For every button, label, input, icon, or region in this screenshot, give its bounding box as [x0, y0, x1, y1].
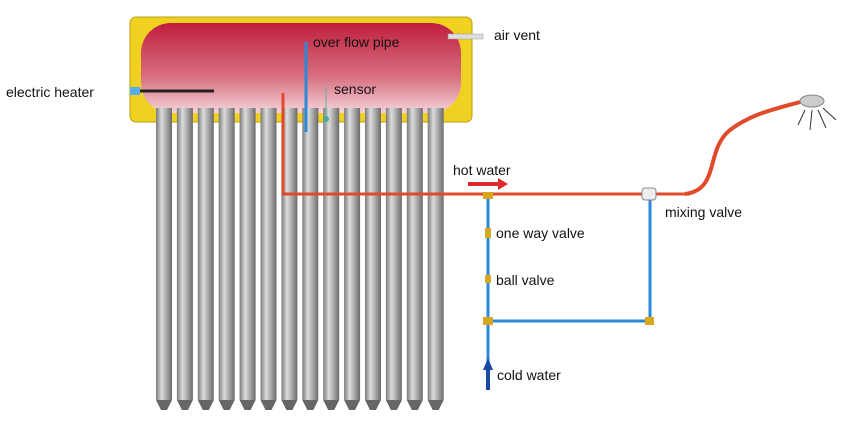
vacuum-tube: [281, 108, 298, 400]
tube-end-cap: [218, 400, 235, 410]
tube-end-cap: [239, 400, 256, 410]
tube-end-cap: [176, 400, 193, 410]
tube-end-cap: [281, 400, 298, 410]
hot-water-label: hot water: [453, 162, 511, 178]
vacuum-tube: [427, 108, 444, 400]
tube-end-cap: [197, 400, 214, 410]
tube-end-cap: [344, 400, 361, 410]
air-vent-label: air vent: [494, 27, 540, 43]
tube-end-cap: [365, 400, 381, 410]
one-way-valve-label: one way valve: [496, 225, 585, 241]
hot-water-arrow: [468, 178, 508, 190]
tee-fitting-bottom: [483, 317, 493, 325]
vacuum-tube: [302, 108, 319, 400]
air-vent-pipe: [447, 33, 484, 40]
cold-water-label: cold water: [497, 367, 561, 383]
shower-head: [799, 94, 825, 108]
tube-end-cap: [302, 400, 319, 410]
shower-spray: [797, 107, 837, 131]
tube-end-cap: [323, 400, 340, 410]
tube-end-cap: [156, 400, 172, 410]
water-tank: [141, 23, 461, 113]
ball-valve: [485, 275, 491, 283]
cold-water-arrow: [483, 358, 493, 390]
cold-bypass-pipe: [488, 196, 652, 323]
vacuum-tubes: [156, 108, 444, 410]
heater-connector: [130, 87, 140, 95]
elbow-fitting: [645, 317, 654, 325]
vacuum-tube: [197, 108, 214, 400]
mixing-valve: [641, 187, 657, 201]
electric-heater-label: electric heater: [6, 84, 94, 100]
vacuum-tube: [344, 108, 361, 400]
tube-end-cap: [260, 400, 277, 410]
hot-water-pipe: [281, 93, 690, 196]
sensor-label: sensor: [334, 81, 377, 97]
one-way-valve: [485, 228, 491, 238]
vacuum-tube: [365, 108, 381, 400]
tube-end-cap: [406, 400, 423, 410]
tube-end-cap: [385, 400, 402, 410]
vacuum-tube: [176, 108, 193, 400]
vacuum-tube: [385, 108, 402, 400]
tee-fitting-top: [483, 192, 493, 199]
tube-end-cap: [427, 400, 444, 410]
vacuum-tube: [406, 108, 423, 400]
sensor-bulb: [323, 116, 329, 122]
shower-hose: [684, 100, 801, 196]
vacuum-tube: [239, 108, 256, 400]
vacuum-tube: [323, 108, 340, 400]
ball-valve-label: ball valve: [496, 272, 555, 288]
vacuum-tube: [260, 108, 277, 400]
over-flow-pipe-label: over flow pipe: [313, 34, 400, 50]
vacuum-tube: [156, 108, 172, 400]
vacuum-tube: [218, 108, 235, 400]
mixing-valve-label: mixing valve: [665, 204, 743, 220]
